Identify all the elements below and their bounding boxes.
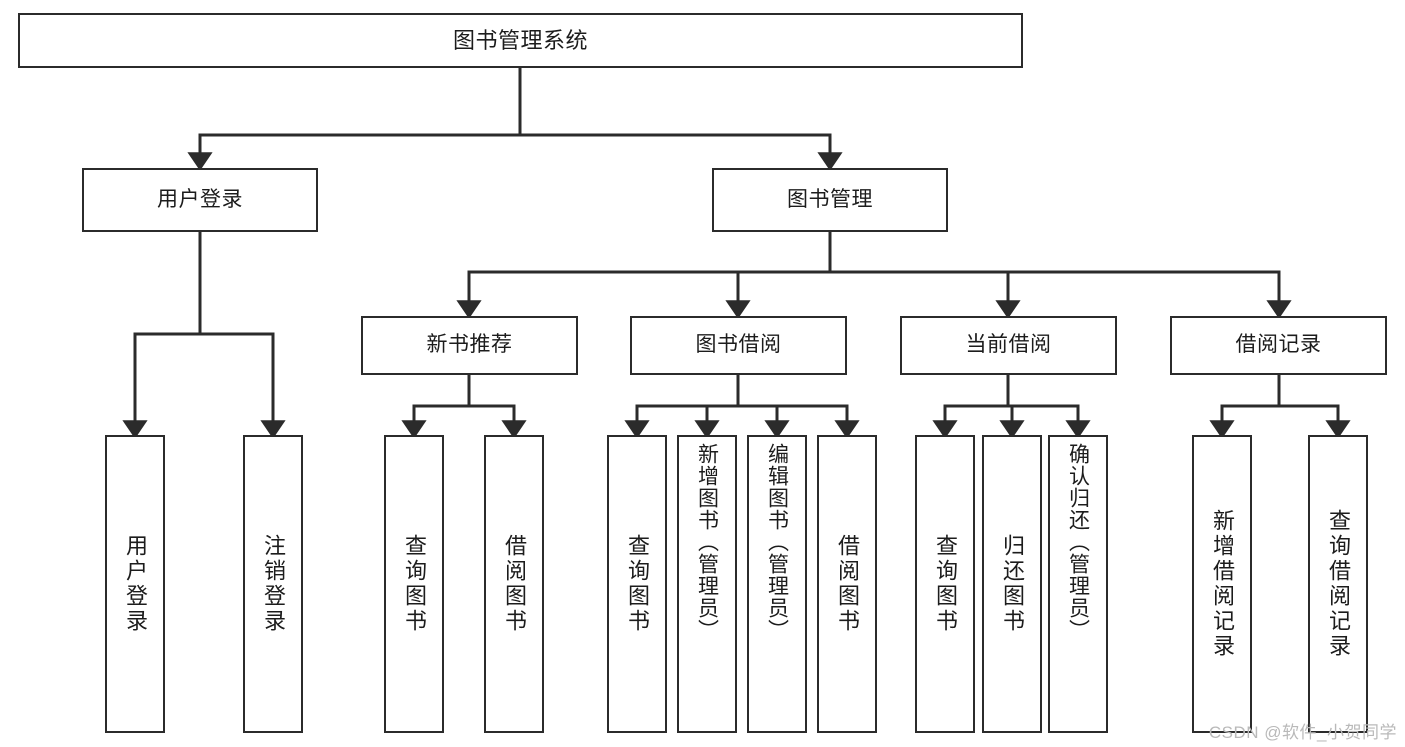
node-label: 新书推荐 — [426, 333, 513, 357]
node-new-book-recommendation[interactable]: 新书推荐 — [361, 316, 578, 375]
leaf-logout[interactable]: 注销登录 — [243, 435, 303, 733]
leaf-user-login[interactable]: 用户登录 — [105, 435, 165, 733]
node-label: 新增图书（管理员） — [695, 443, 719, 641]
node-label: 查询图书 — [402, 534, 427, 634]
node-label: 当前借阅 — [965, 333, 1052, 357]
leaf-query-borrow-record[interactable]: 查询借阅记录 — [1308, 435, 1368, 733]
leaf-query-book-borrow[interactable]: 查询图书 — [607, 435, 667, 733]
node-label: 借阅图书 — [835, 534, 860, 634]
node-label: 查询图书 — [933, 534, 958, 634]
csdn-watermark: CSDN @软件_小贺同学 — [1208, 723, 1397, 742]
leaf-confirm-return-admin[interactable]: 确认归还（管理员） — [1048, 435, 1108, 733]
leaf-query-book-current[interactable]: 查询图书 — [915, 435, 975, 733]
node-label: 借阅图书 — [502, 534, 527, 634]
node-label: 确认归还（管理员） — [1066, 443, 1090, 641]
leaf-borrow-book-new-rec[interactable]: 借阅图书 — [484, 435, 544, 733]
leaf-return-book[interactable]: 归还图书 — [982, 435, 1042, 733]
leaf-borrow-book[interactable]: 借阅图书 — [817, 435, 877, 733]
node-label: 图书借阅 — [695, 333, 782, 357]
leaf-edit-book-admin[interactable]: 编辑图书（管理员） — [747, 435, 807, 733]
node-current-borrowing[interactable]: 当前借阅 — [900, 316, 1117, 375]
leaf-add-book-admin[interactable]: 新增图书（管理员） — [677, 435, 737, 733]
node-label: 借阅记录 — [1235, 333, 1322, 357]
node-label: 新增借阅记录 — [1210, 509, 1235, 659]
node-label: 查询图书 — [625, 534, 650, 634]
node-label: 查询借阅记录 — [1326, 509, 1351, 659]
node-label: 编辑图书（管理员） — [765, 443, 789, 641]
node-label: 注销登录 — [261, 534, 286, 634]
node-root-book-management-system[interactable]: 图书管理系统 — [18, 13, 1023, 68]
node-label: 归还图书 — [1000, 534, 1025, 634]
node-book-management[interactable]: 图书管理 — [712, 168, 948, 232]
node-label: 图书管理 — [787, 187, 873, 211]
node-label: 用户登录 — [157, 187, 243, 211]
leaf-add-borrow-record[interactable]: 新增借阅记录 — [1192, 435, 1252, 733]
leaf-query-book-new-rec[interactable]: 查询图书 — [384, 435, 444, 733]
node-borrowing-records[interactable]: 借阅记录 — [1170, 316, 1387, 375]
node-book-borrowing[interactable]: 图书借阅 — [630, 316, 847, 375]
node-label: 用户登录 — [123, 534, 148, 634]
node-user-login[interactable]: 用户登录 — [82, 168, 318, 232]
node-label: 图书管理系统 — [452, 27, 588, 53]
